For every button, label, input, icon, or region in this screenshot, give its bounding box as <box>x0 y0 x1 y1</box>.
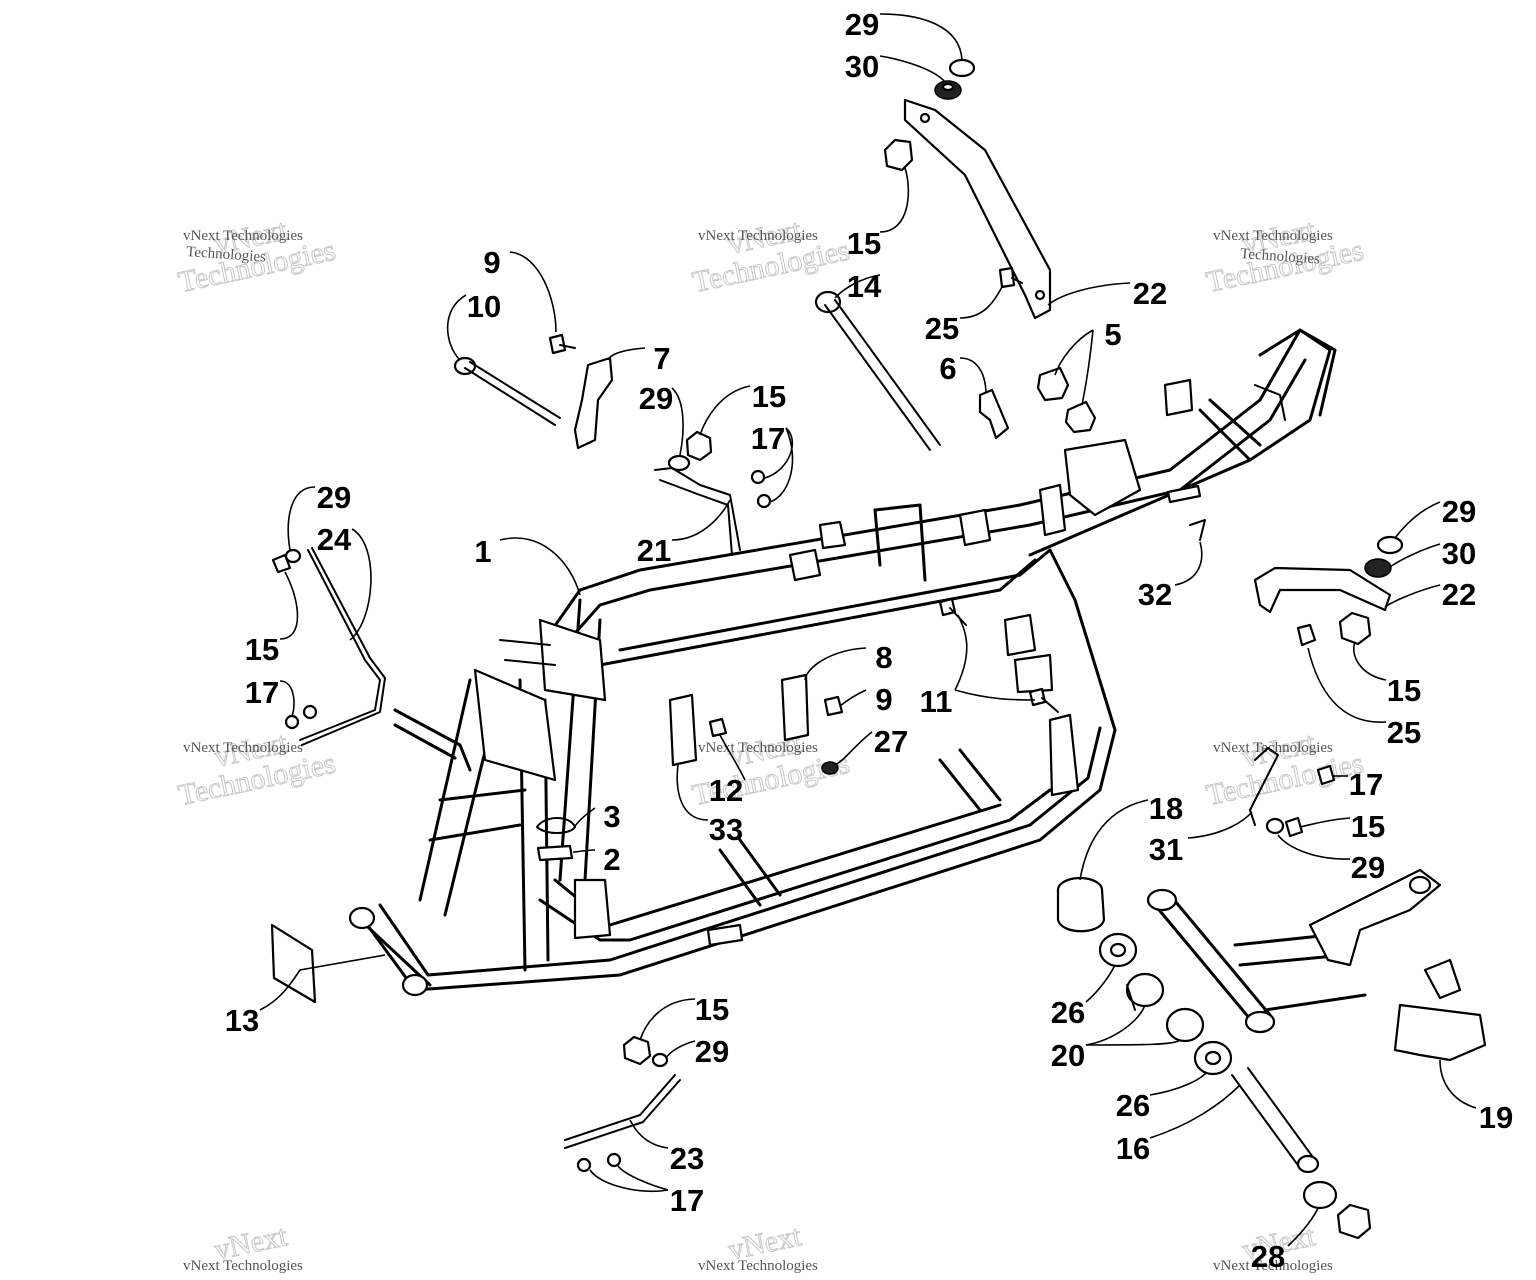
callout-17: 17 <box>670 1183 704 1218</box>
callout-24: 24 <box>317 522 352 557</box>
callout-15: 15 <box>1351 809 1385 844</box>
callout-13: 13 <box>225 1003 259 1038</box>
callout-6: 6 <box>939 351 956 386</box>
callout-22: 22 <box>1442 577 1476 612</box>
callout-10: 10 <box>467 289 501 324</box>
watermark-small: vNext Technologies <box>183 740 303 756</box>
callout-18: 18 <box>1149 791 1183 826</box>
callout-25: 25 <box>1387 715 1421 750</box>
callout-9: 9 <box>875 682 892 717</box>
callout-5: 5 <box>1104 317 1121 352</box>
leader-lines <box>259 13 1477 1247</box>
callout-14: 14 <box>847 269 882 304</box>
callout-15: 15 <box>245 632 279 667</box>
callout-17: 17 <box>245 675 279 710</box>
main-frame <box>348 328 1337 997</box>
callout-26: 26 <box>1051 995 1085 1030</box>
callout-19: 19 <box>1479 1100 1513 1135</box>
watermark-small: vNext Technologies <box>1213 228 1333 244</box>
callout-20: 20 <box>1051 1038 1085 1073</box>
callout-31: 31 <box>1149 832 1183 867</box>
callout-9: 9 <box>483 245 500 280</box>
callout-16: 16 <box>1116 1131 1150 1166</box>
callout-30: 30 <box>1442 536 1476 571</box>
callout-33: 33 <box>709 812 743 847</box>
callout-15: 15 <box>1387 673 1421 708</box>
watermark-small: vNext Technologies <box>698 228 818 244</box>
callout-29: 29 <box>1442 494 1476 529</box>
callout-21: 21 <box>637 533 671 568</box>
watermark-small: vNext Technologies <box>698 740 818 756</box>
callout-3: 3 <box>603 799 620 834</box>
callout-32: 32 <box>1138 577 1172 612</box>
watermark-small: vNext Technologies <box>183 228 303 244</box>
callout-17: 17 <box>1349 767 1383 802</box>
callout-25: 25 <box>925 311 959 346</box>
watermark-small: Technologies <box>186 244 267 266</box>
callout-2: 2 <box>603 842 620 877</box>
callout-7: 7 <box>653 341 670 376</box>
callout-29: 29 <box>639 381 673 416</box>
watermark: vNext Technologies <box>175 726 339 813</box>
watermark-small: vNext Technologies <box>1213 740 1333 756</box>
watermarks: vNext Technologies vNext Technologies Te… <box>175 213 1367 1274</box>
watermark: vNext Technologies <box>1203 726 1367 813</box>
callout-29: 29 <box>1351 850 1385 885</box>
label-plate-13 <box>270 923 317 1004</box>
callout-15: 15 <box>695 992 729 1027</box>
callout-22: 22 <box>1133 276 1167 311</box>
brace-22-top <box>903 98 1052 320</box>
callout-28: 28 <box>1251 1239 1285 1274</box>
callout-27: 27 <box>874 724 908 759</box>
callout-30: 30 <box>845 49 879 84</box>
callout-26: 26 <box>1116 1088 1150 1123</box>
callout-29: 29 <box>845 7 879 42</box>
callout-11: 11 <box>920 684 953 719</box>
callout-23: 23 <box>670 1141 704 1176</box>
watermark-small: vNext Technologies <box>698 1258 818 1274</box>
callout-29: 29 <box>695 1034 729 1069</box>
callout-8: 8 <box>875 640 892 675</box>
watermark-small: Technologies <box>1240 246 1321 268</box>
watermark-small: vNext Technologies <box>183 1258 303 1274</box>
callout-12: 12 <box>709 773 743 808</box>
watermark: vNext Technologies <box>689 213 853 300</box>
callout-15: 15 <box>752 379 786 414</box>
callout-1: 1 <box>474 534 491 569</box>
callout-29: 29 <box>317 480 351 515</box>
callout-15: 15 <box>847 226 881 261</box>
watermark-small: vNext Technologies <box>1213 1258 1333 1274</box>
callout-17: 17 <box>751 421 785 456</box>
